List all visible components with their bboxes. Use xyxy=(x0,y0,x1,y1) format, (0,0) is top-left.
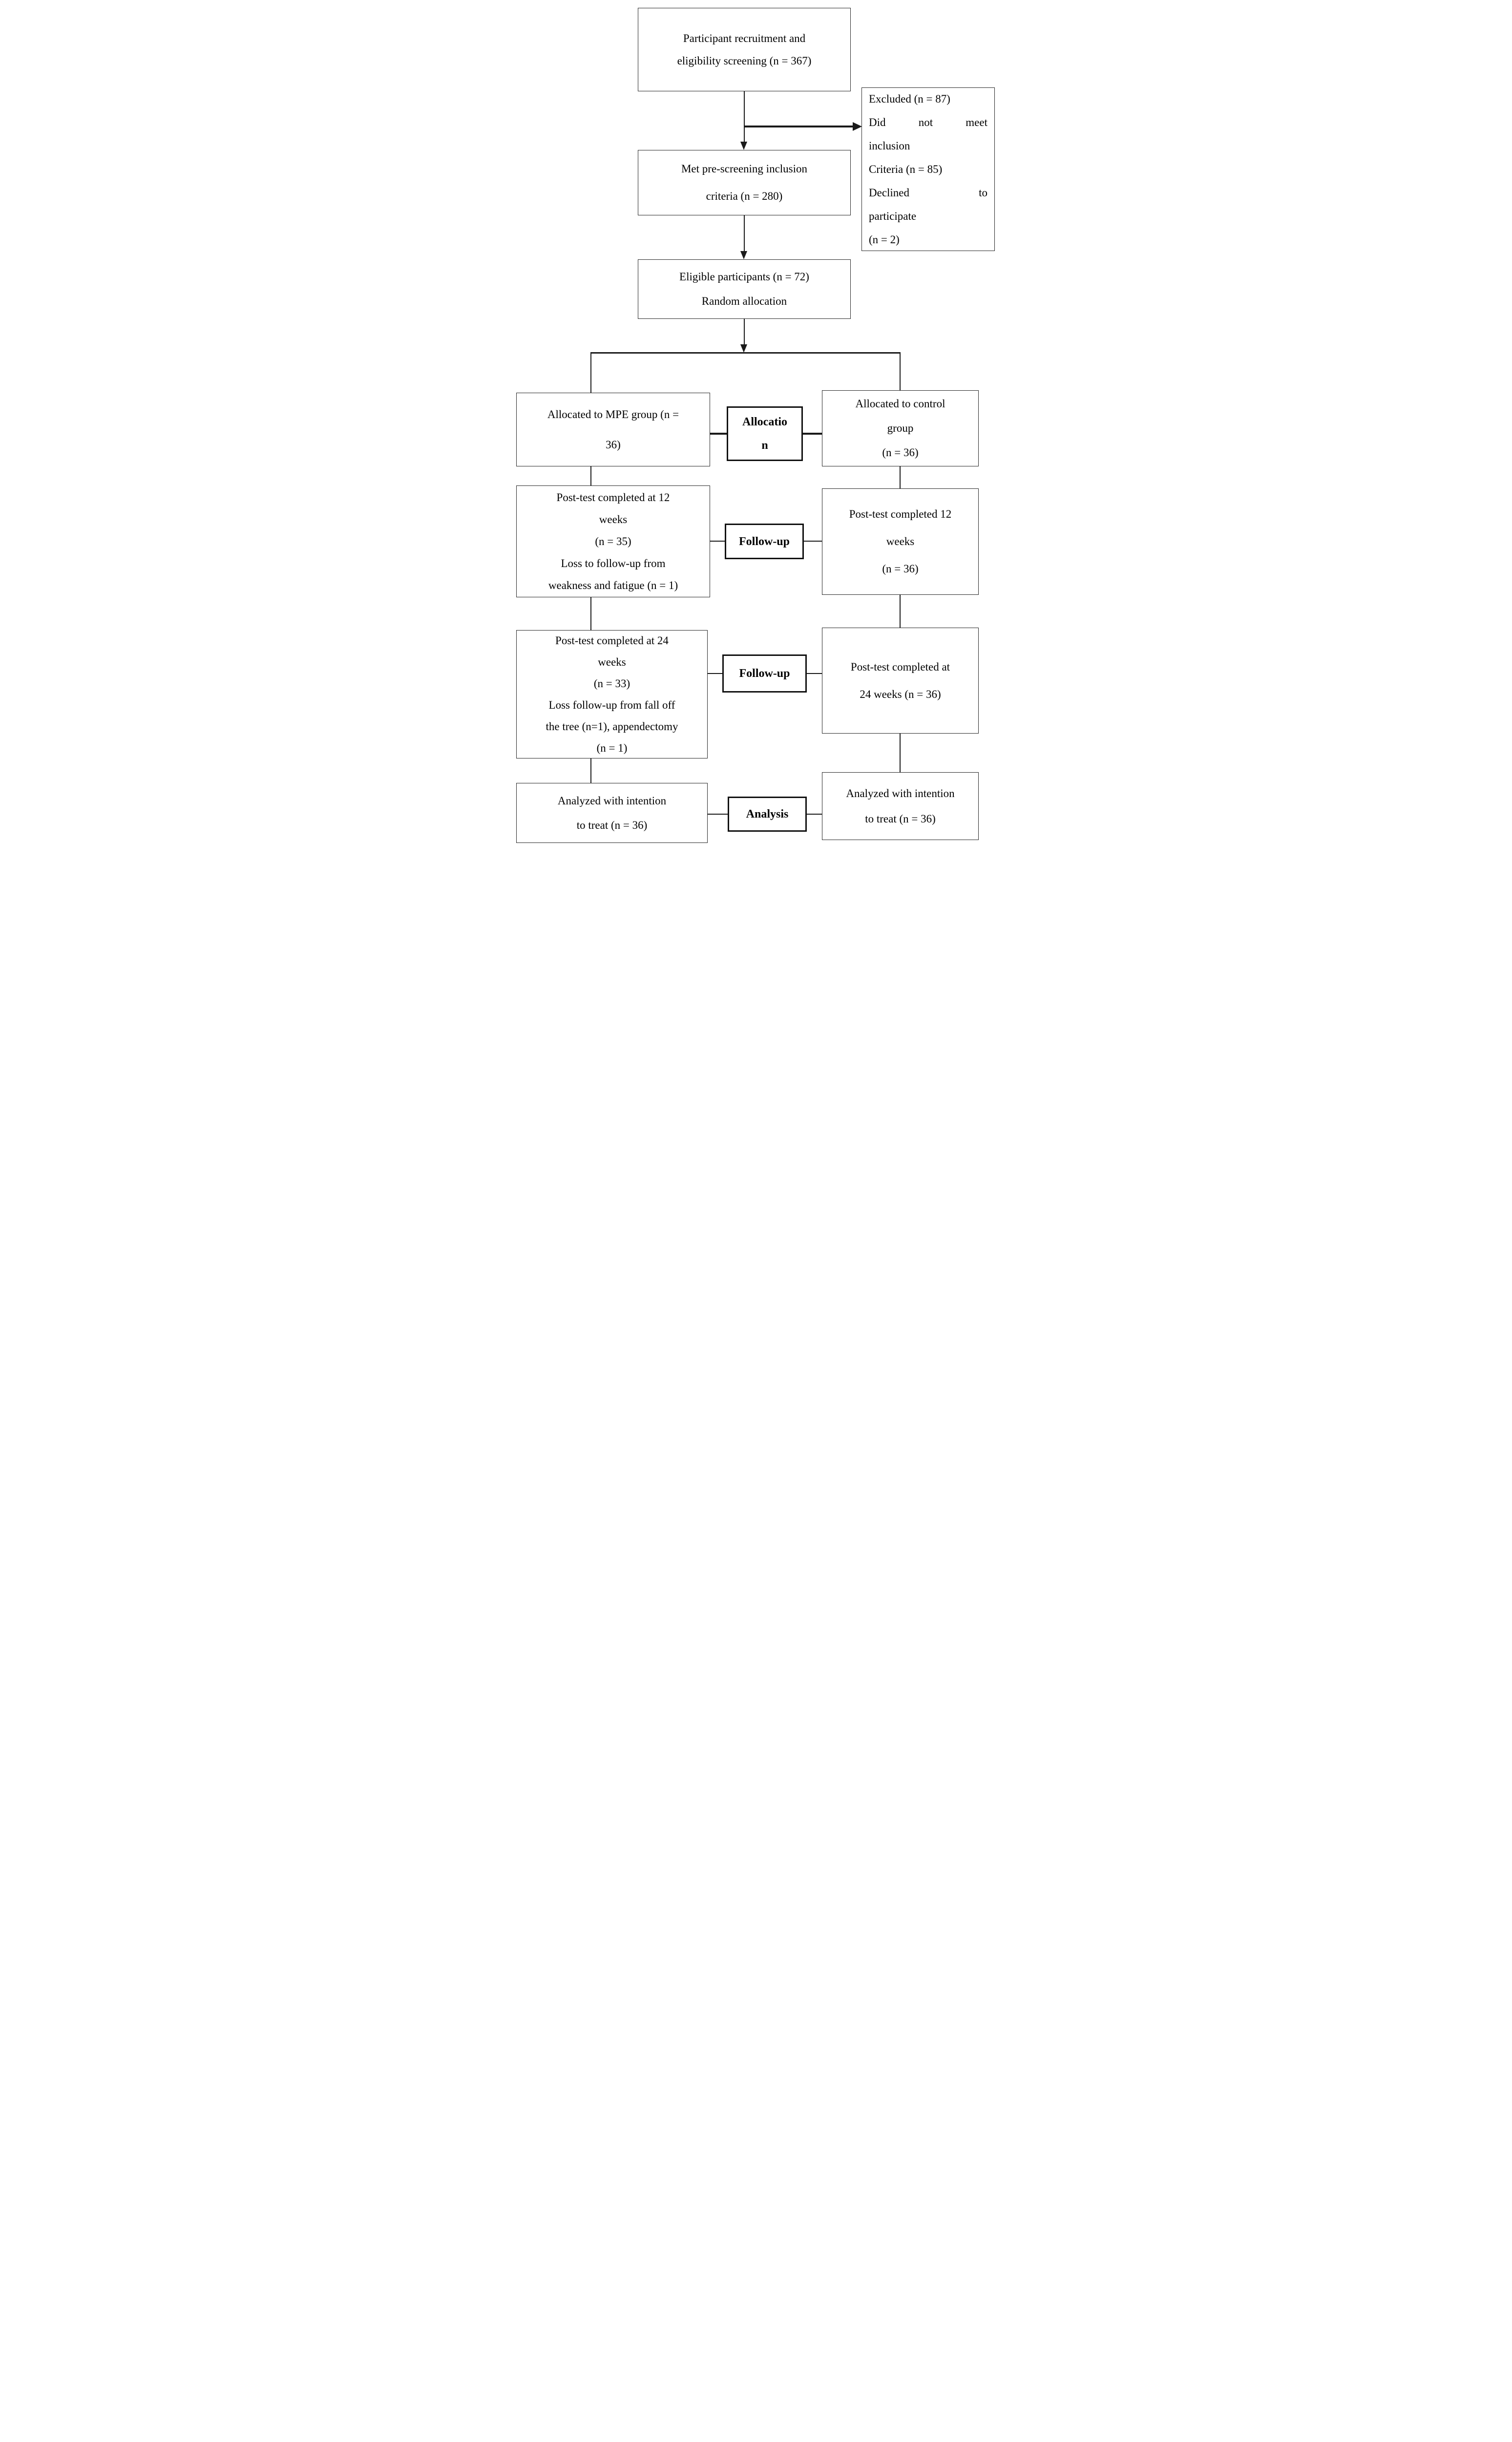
text-line: Follow-up xyxy=(739,667,790,680)
text-line: weeks xyxy=(886,535,915,547)
text-line: (n = 1) xyxy=(596,741,628,754)
connector-control-fu1-to-fu2 xyxy=(900,595,901,628)
text-line: Declined to xyxy=(869,186,987,199)
text-line: 36) xyxy=(606,438,621,451)
text-line: Post-test completed at 12 xyxy=(556,491,670,504)
recruitment-box: Participant recruitment and eligibility s… xyxy=(638,8,851,91)
text-line: Eligible participants (n = 72) xyxy=(679,271,809,283)
followup-12wk-control-box: Post-test completed 12 weeks (n = 36) xyxy=(822,488,979,595)
text-line: (n = 35) xyxy=(595,535,631,547)
text-line: participate xyxy=(869,210,917,222)
text-line: Post-test completed at xyxy=(850,660,950,673)
text-line: (n = 2) xyxy=(869,233,900,246)
text-line: to treat (n = 36) xyxy=(865,812,936,825)
connector-to-excluded xyxy=(744,126,853,127)
text-line: Criteria (n = 85) xyxy=(869,163,943,175)
arrowhead-right-icon xyxy=(853,122,862,131)
connector-analysis-right xyxy=(807,814,822,815)
text-line: Analysis xyxy=(746,808,789,821)
text-line: Allocated to control xyxy=(855,398,945,410)
text-line: criteria (n = 280) xyxy=(706,190,783,202)
allocation-label-box: Allocatio n xyxy=(727,406,803,461)
arrowhead-down-icon xyxy=(740,142,747,150)
text-line: (n = 36) xyxy=(882,446,919,459)
connector-fu2-right xyxy=(807,673,822,674)
connector-prescreen-to-eligible xyxy=(744,215,745,252)
arrowhead-down-icon xyxy=(740,251,747,259)
text-line: Analyzed with intention xyxy=(846,787,955,800)
text-line: Allocatio xyxy=(742,416,787,428)
connector-analysis-left xyxy=(708,814,728,815)
text-line: inclusion xyxy=(869,139,910,152)
text-line: Post-test completed at 24 xyxy=(555,634,669,647)
prescreening-box: Met pre-screening inclusion criteria (n =… xyxy=(638,150,851,215)
connector-alloc-right xyxy=(803,433,822,435)
followup-label-box-2: Follow-up xyxy=(722,654,807,693)
text-line: Met pre-screening inclusion xyxy=(681,163,808,175)
followup-24wk-mpe-box: Post-test completed at 24 weeks (n = 33) Lo… xyxy=(516,630,708,758)
analysis-control-box: Analyzed with intention to treat (n = 36) xyxy=(822,772,979,840)
allocated-mpe-box: Allocated to MPE group (n = 36) xyxy=(516,393,710,466)
text-line: (n = 36) xyxy=(882,563,919,575)
connector-fu2-left xyxy=(708,673,722,674)
connector-alloc-left xyxy=(710,433,727,435)
text-line: Follow-up xyxy=(738,535,790,548)
analysis-mpe-box: Analyzed with intention to treat (n = 36) xyxy=(516,783,708,843)
connector-control-fu2-to-analysis xyxy=(900,734,901,772)
text-line: eligibility screening (n = 367) xyxy=(677,54,812,67)
text-line: Loss to follow-up from xyxy=(561,557,666,569)
text-line: Random allocation xyxy=(701,295,787,307)
text-line: weakness and fatigue (n = 1) xyxy=(548,579,678,591)
connector-mpe-fu2-to-analysis xyxy=(590,758,591,783)
connector-fu1-right xyxy=(804,541,822,542)
text-line: Post-test completed 12 xyxy=(849,508,952,520)
text-line: the tree (n=1), appendectomy xyxy=(546,720,678,733)
text-line: n xyxy=(761,439,768,452)
branch-right-line xyxy=(900,352,901,390)
text-line: weeks xyxy=(598,655,626,668)
connector-mpe-alloc-to-fu1 xyxy=(590,466,591,485)
branch-split-line xyxy=(591,352,901,354)
text-line: group xyxy=(887,422,914,434)
text-line: weeks xyxy=(599,513,628,526)
branch-left-line xyxy=(590,352,591,393)
followup-label-box-1: Follow-up xyxy=(725,524,804,559)
connector-mpe-fu1-to-fu2 xyxy=(590,597,591,630)
followup-12wk-mpe-box: Post-test completed at 12 weeks (n = 35) Lo… xyxy=(516,485,710,597)
arrowhead-down-icon xyxy=(740,344,747,353)
connector-eligible-to-split xyxy=(744,319,745,345)
analysis-label-box: Analysis xyxy=(728,797,807,832)
allocated-control-box: Allocated to control group (n = 36) xyxy=(822,390,979,466)
connector-control-alloc-to-fu1 xyxy=(900,466,901,488)
text-line: (n = 33) xyxy=(593,677,630,690)
connector-recruit-to-prescreen xyxy=(744,91,745,142)
followup-24wk-control-box: Post-test completed at 24 weeks (n = 36) xyxy=(822,628,979,734)
text-line: to treat (n = 36) xyxy=(576,819,648,831)
text-line: Allocated to MPE group (n = xyxy=(547,408,679,421)
eligible-participants-box: Eligible participants (n = 72) Random all… xyxy=(638,259,851,319)
consort-flow-diagram: Participant recruitment and eligibility s… xyxy=(504,0,1008,858)
text-line: Excluded (n = 87) xyxy=(869,92,950,105)
text-line: 24 weeks (n = 36) xyxy=(860,688,941,700)
text-line: Analyzed with intention xyxy=(557,794,667,807)
text-line: Participant recruitment and xyxy=(683,32,806,44)
connector-fu1-left xyxy=(710,541,725,542)
text-line: Loss follow-up from fall off xyxy=(548,698,675,711)
text-line: Did not meet xyxy=(869,116,987,128)
